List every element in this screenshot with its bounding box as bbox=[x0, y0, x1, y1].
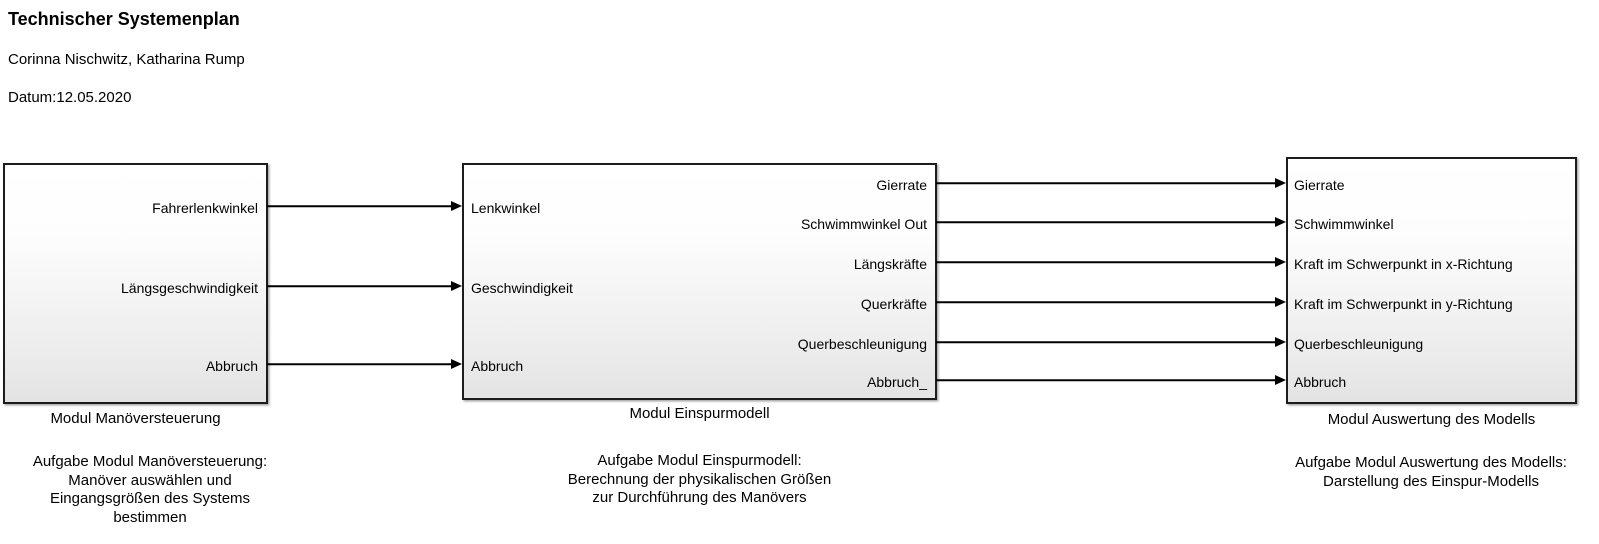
signal-line bbox=[267, 205, 453, 207]
date-line: Datum:12.05.2020 bbox=[8, 89, 132, 106]
annotation-line: zur Durchführung des Manövers bbox=[592, 489, 807, 506]
input-port-label: Schwimmwinkel bbox=[1294, 216, 1394, 232]
arrowhead-icon bbox=[451, 359, 462, 369]
block-name-manoeversteuerung: Modul Manöversteuerung bbox=[50, 410, 221, 427]
signal-line bbox=[936, 379, 1277, 381]
output-port-label: Schwimmwinkel Out bbox=[800, 216, 927, 232]
arrowhead-icon bbox=[1275, 257, 1286, 267]
annotation-line: bestimmen bbox=[113, 508, 187, 526]
signal-line bbox=[936, 341, 1277, 343]
annotation-manoeversteuerung: Aufgabe Modul Manöversteuerung: Manöver … bbox=[5, 453, 295, 527]
signal-arrow-querkraefte[interactable] bbox=[936, 296, 1286, 308]
input-port-label: Querbeschleunigung bbox=[1294, 336, 1424, 352]
arrowhead-icon bbox=[451, 201, 462, 211]
authors-line: Corinna Nischwitz, Katharina Rump bbox=[8, 51, 245, 68]
arrowhead-icon bbox=[1275, 297, 1286, 307]
output-port-label: Querbeschleunigung bbox=[797, 336, 927, 352]
arrowhead-icon bbox=[1275, 375, 1286, 385]
input-port-label: Kraft im Schwerpunkt in x-Richtung bbox=[1294, 256, 1513, 272]
output-port-label: Abbruch bbox=[205, 358, 258, 374]
page-title: Technischer Systemenplan bbox=[8, 9, 240, 29]
input-port-label: Gierrate bbox=[1294, 177, 1345, 193]
annotation-line: Aufgabe Modul Manöversteuerung: bbox=[32, 453, 268, 470]
block-name-auswertung: Modul Auswertung des Modells bbox=[1327, 411, 1536, 428]
signal-arrow-schwimmwinkel[interactable] bbox=[936, 216, 1286, 228]
output-port-label: Querkräfte bbox=[860, 296, 927, 312]
signal-arrow-abbruch-1[interactable] bbox=[267, 358, 462, 370]
signal-line bbox=[936, 182, 1277, 184]
signal-arrow-laengskraefte[interactable] bbox=[936, 256, 1286, 268]
arrowhead-icon bbox=[1275, 178, 1286, 188]
signal-arrow-abbruch-2[interactable] bbox=[936, 374, 1286, 386]
annotation-line: Eingangsgrößen des Systems bbox=[49, 490, 251, 507]
annotation-line: Manöver auswählen und bbox=[68, 471, 232, 489]
block-name-einspurmodell: Modul Einspurmodell bbox=[629, 405, 770, 422]
output-port-label: Fahrerlenkwinkel bbox=[152, 200, 258, 216]
block-modul-manoeversteuerung[interactable]: Fahrerlenkwinkel Längsgeschwindigkeit Ab… bbox=[3, 163, 268, 404]
signal-arrow-gierrate[interactable] bbox=[936, 177, 1286, 189]
output-port-label: Längsgeschwindigkeit bbox=[121, 280, 258, 296]
signal-line bbox=[267, 363, 453, 365]
signal-line bbox=[267, 285, 453, 287]
output-port-label: Längskräfte bbox=[853, 256, 927, 272]
input-port-label: Abbruch bbox=[1294, 374, 1347, 390]
input-port-label: Abbruch bbox=[471, 358, 524, 374]
signal-line bbox=[936, 261, 1277, 263]
block-modul-einspurmodell[interactable]: Lenkwinkel Geschwindigkeit Abbruch Gierr… bbox=[462, 163, 937, 400]
input-port-label: Lenkwinkel bbox=[471, 200, 541, 216]
arrowhead-icon bbox=[1275, 217, 1286, 227]
annotation-line: Aufgabe Modul Einspurmodell: bbox=[597, 452, 802, 469]
signal-line bbox=[936, 221, 1277, 223]
input-port-label: Kraft im Schwerpunkt in y-Richtung bbox=[1294, 296, 1513, 312]
arrowhead-icon bbox=[451, 281, 462, 291]
output-port-label: Gierrate bbox=[876, 177, 927, 193]
signal-line bbox=[936, 301, 1277, 303]
annotation-einspurmodell: Aufgabe Modul Einspurmodell: Berechnung … bbox=[462, 452, 937, 508]
output-port-label: Abbruch_ bbox=[867, 374, 927, 390]
input-port-label: Geschwindigkeit bbox=[471, 280, 573, 296]
annotation-line: Darstellung des Einspur-Modells bbox=[1323, 472, 1539, 490]
signal-arrow-laengsgeschwindigkeit[interactable] bbox=[267, 280, 462, 292]
block-modul-auswertung[interactable]: Gierrate Schwimmwinkel Kraft im Schwerpu… bbox=[1286, 157, 1577, 404]
annotation-line: Aufgabe Modul Auswertung des Modells: bbox=[1295, 454, 1567, 471]
annotation-auswertung: Aufgabe Modul Auswertung des Modells: Da… bbox=[1231, 454, 1599, 491]
annotation-line: Berechnung der physikalischen Größen bbox=[567, 470, 832, 488]
signal-arrow-querbeschleunigung[interactable] bbox=[936, 336, 1286, 348]
signal-arrow-fahrerlenkwinkel[interactable] bbox=[267, 200, 462, 212]
arrowhead-icon bbox=[1275, 337, 1286, 347]
